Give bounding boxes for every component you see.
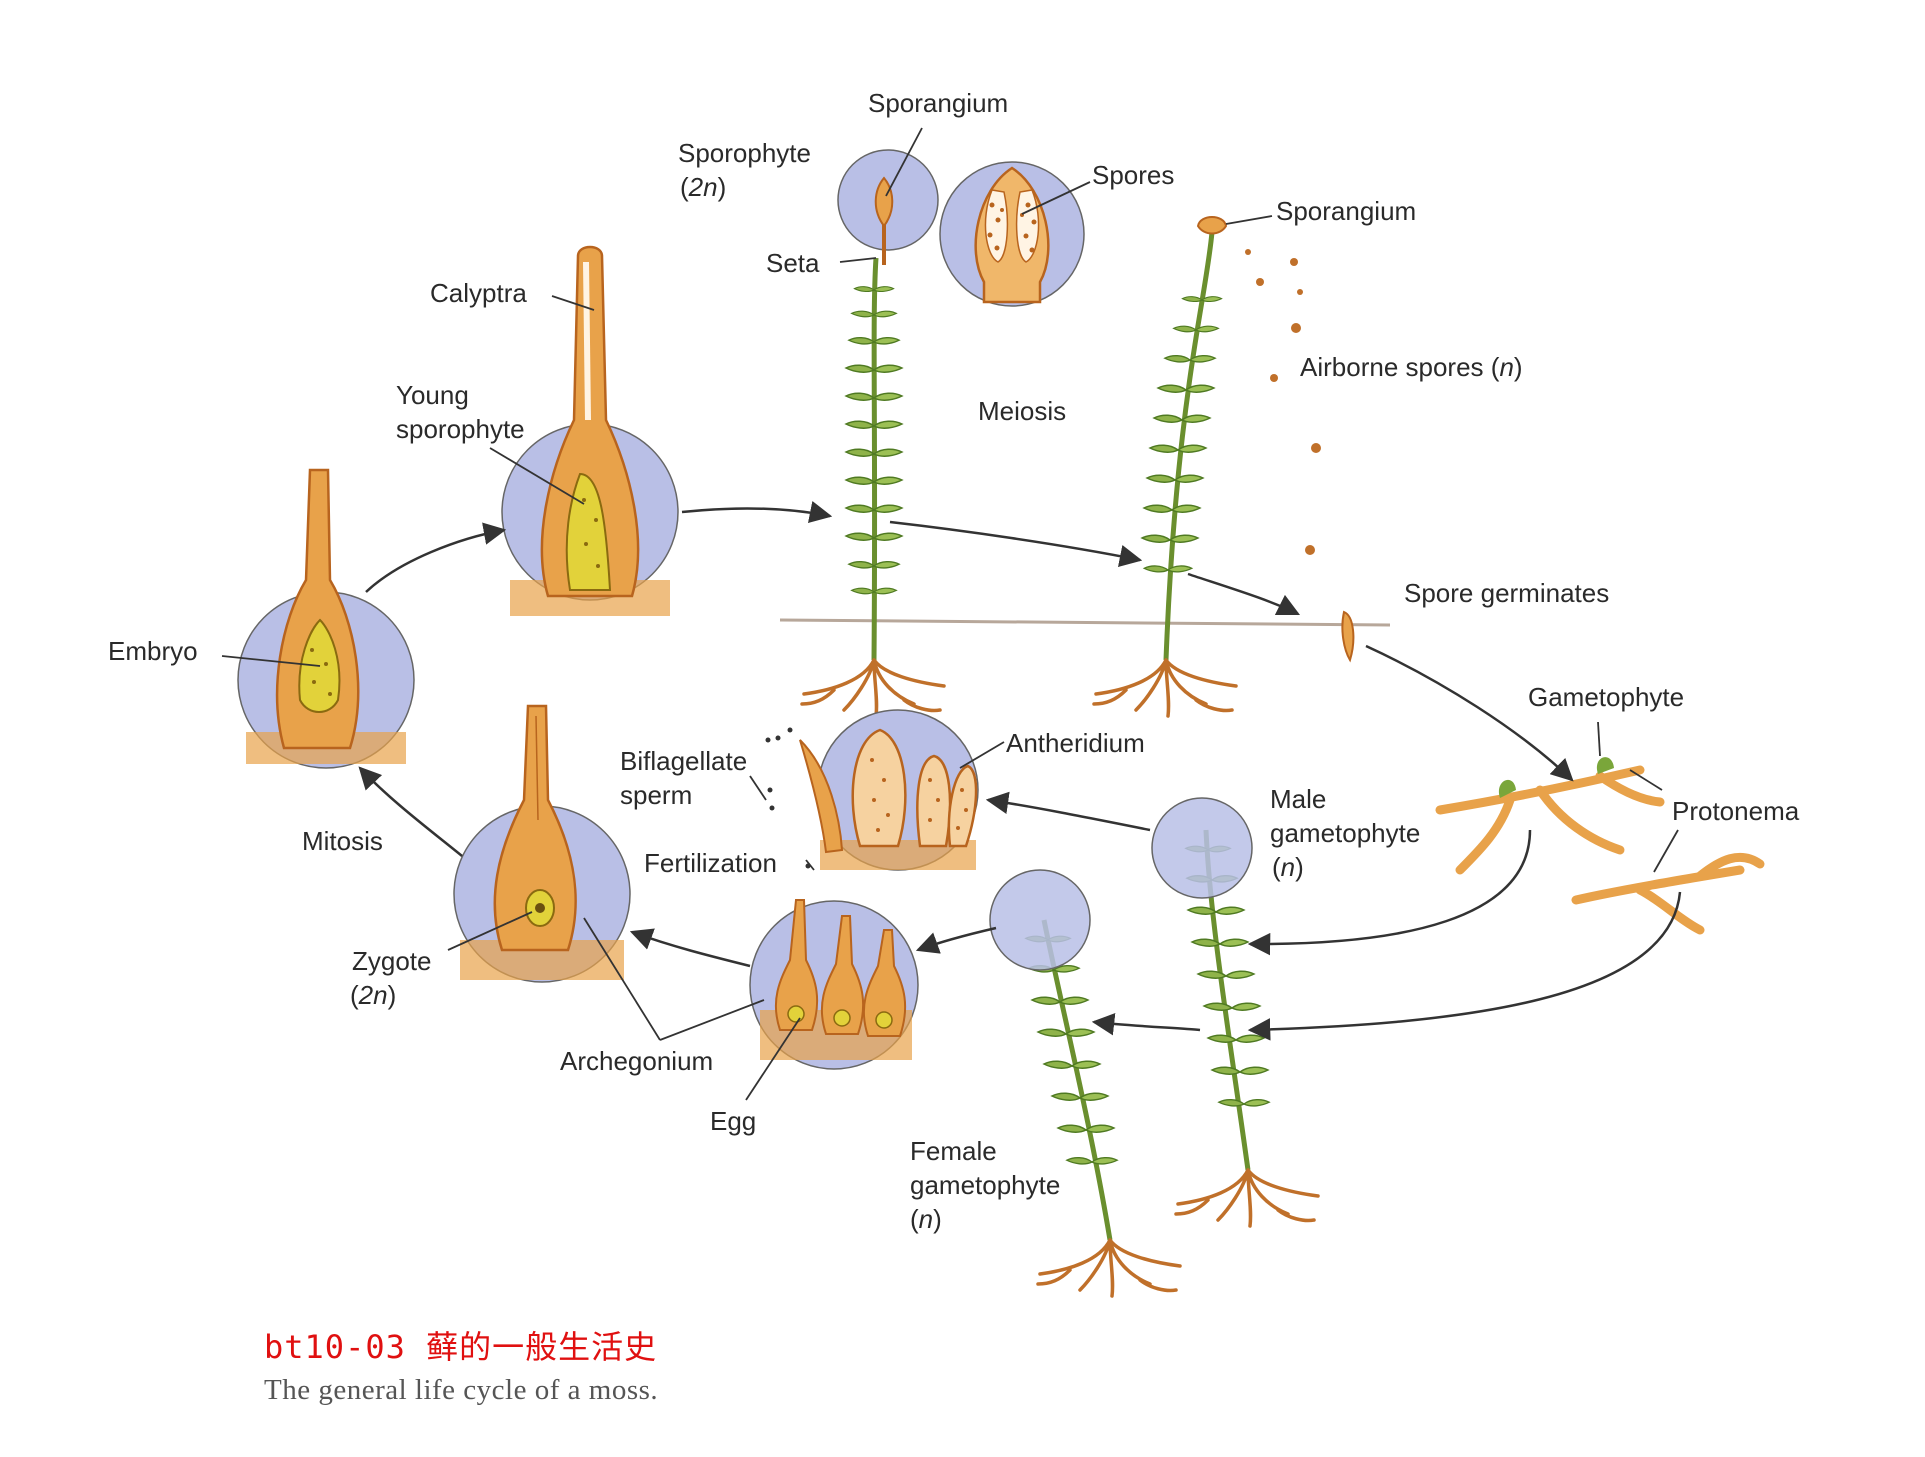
- label-zygote-ploidy: (2n): [350, 980, 397, 1010]
- antheridia: [799, 728, 978, 870]
- male-ploidy-value: n: [1280, 852, 1296, 882]
- sporophyte-ploidy-value: 2n: [688, 172, 718, 202]
- airborne-spores-text: Airborne spores: [1300, 352, 1484, 382]
- airborne-ploidy-value: n: [1499, 352, 1514, 382]
- sperm-cells: [765, 727, 811, 869]
- label-male-gametophyte-2: gametophyte: [1270, 818, 1421, 848]
- sporangium-capsule: [874, 176, 894, 265]
- label-embryo: Embryo: [108, 636, 198, 666]
- label-airborne-spores: Airborne spores (n): [1300, 352, 1523, 382]
- zygote-archegonium: [460, 704, 624, 980]
- label-spore-germinates: Spore germinates: [1404, 578, 1610, 608]
- germinating-spore: [1341, 610, 1355, 663]
- leader-lines: [221, 127, 1679, 1101]
- caption-english: The general life cycle of a moss.: [264, 1374, 659, 1406]
- label-sporophyte-ploidy: (2n): [680, 172, 727, 202]
- ground-line: [779, 618, 1391, 627]
- label-spores: Spores: [1092, 160, 1175, 190]
- label-sporangium-top: Sporangium: [868, 88, 1009, 118]
- spore-capsule-section: [974, 166, 1050, 304]
- label-male-ploidy: (n): [1272, 852, 1304, 882]
- label-antheridium: Antheridium: [1006, 728, 1145, 758]
- label-gametophyte: Gametophyte: [1528, 682, 1685, 712]
- male-tip-circle: [1151, 797, 1253, 899]
- label-meiosis: Meiosis: [978, 396, 1067, 426]
- label-sporophyte: Sporophyte: [678, 138, 811, 168]
- label-biflagellate-2: sperm: [620, 780, 693, 810]
- protonema-threads: [1435, 765, 1765, 935]
- airborne-spore-dots: [1245, 249, 1321, 555]
- female-tip-circle: [989, 869, 1091, 971]
- caption-code-chinese: bt10-03 藓的一般生活史: [264, 1328, 658, 1366]
- label-fertilization: Fertilization: [644, 848, 777, 878]
- label-calyptra: Calyptra: [430, 278, 527, 308]
- young-sporophyte-calyptra: [510, 245, 670, 616]
- spore-releasing-plant: [1092, 216, 1238, 718]
- label-female-gametophyte-1: Female: [910, 1136, 997, 1166]
- label-female-ploidy: (n): [910, 1204, 942, 1234]
- label-zygote: Zygote: [352, 946, 432, 976]
- label-male-gametophyte-1: Male: [1270, 784, 1327, 814]
- label-young-sporophyte-2: sporophyte: [396, 414, 525, 444]
- zygote-ploidy-value: 2n: [358, 980, 388, 1010]
- label-mitosis: Mitosis: [302, 826, 383, 856]
- protonema-buds: [1498, 757, 1614, 798]
- label-young-sporophyte-1: Young: [396, 380, 469, 410]
- label-biflagellate-1: Biflagellate: [620, 746, 748, 776]
- female-ploidy-value: n: [918, 1204, 934, 1234]
- mature-sporophyte-plant: [800, 257, 946, 718]
- label-seta: Seta: [766, 248, 820, 278]
- label-protonema: Protonema: [1672, 796, 1800, 826]
- label-archegonium: Archegonium: [560, 1046, 714, 1076]
- female-gametophyte-plant: [1024, 919, 1182, 1298]
- label-female-gametophyte-2: gametophyte: [910, 1170, 1061, 1200]
- archegonia: [760, 899, 912, 1060]
- cycle-arrows: [358, 501, 1682, 1041]
- label-sporangium-right: Sporangium: [1276, 196, 1417, 226]
- label-egg: Egg: [710, 1106, 757, 1136]
